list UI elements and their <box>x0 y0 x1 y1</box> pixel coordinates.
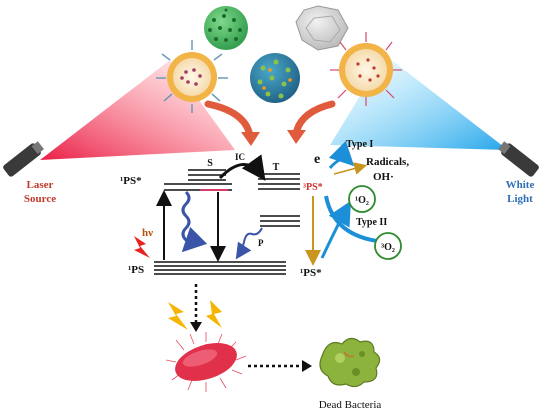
oh-label: OH· <box>373 171 394 183</box>
p-label: P <box>258 238 264 248</box>
laser-source-label-2: Source <box>24 193 56 205</box>
type2-label: Type II <box>356 217 387 228</box>
singlet-oxygen-circle <box>348 185 376 213</box>
triplet-oxygen-circle <box>374 232 402 260</box>
dotted-right-arrow-head <box>302 360 312 372</box>
white-light-label-2: Light <box>507 193 533 205</box>
fluorescence-wavy-arrow <box>181 190 208 253</box>
phosphorescence-wavy-arrow <box>235 227 263 260</box>
blue-nanoparticle-icon <box>250 53 300 103</box>
energy-transfer-arrow-2 <box>320 200 351 259</box>
laser-device-icon <box>3 141 44 177</box>
curved-arrow-right <box>292 100 336 138</box>
triplet-oxygen-label: ³O₂ <box>381 242 395 253</box>
radicals-label: Radicals, <box>366 156 409 168</box>
dotted-down-arrow-head <box>190 322 202 332</box>
singlet-excited-label: ¹PS* <box>120 175 142 187</box>
triplet-levels <box>258 173 300 190</box>
bacterium-icon <box>165 332 247 392</box>
liposome-nanoparticle-icon <box>156 40 228 113</box>
curved-arrow-left-head <box>241 132 260 146</box>
dead-bacteria-label: Dead Bacteria <box>319 399 382 411</box>
t-label: T <box>273 162 280 173</box>
singlet-oxygen-label: ¹O₂ <box>355 195 369 206</box>
singlet-ground-label: ¹PS <box>128 264 144 276</box>
electron-label: e <box>314 152 320 167</box>
white-light-label-1: White <box>506 179 535 191</box>
ground-right-label: ¹PS* <box>300 267 322 279</box>
bolt-left-icon <box>168 302 188 330</box>
bolt-right-icon <box>206 300 222 328</box>
hv-label: hν <box>142 227 153 239</box>
dead-bacterium-icon <box>319 337 381 388</box>
singlet-ground-levels <box>154 261 286 275</box>
ic-label: IC <box>235 152 245 162</box>
radicals-arrow <box>333 162 368 175</box>
white-light-device-icon <box>498 141 539 177</box>
curved-arrow-right-head <box>287 130 306 144</box>
hv-bolt-icon <box>134 236 150 258</box>
s-label: S <box>207 158 213 169</box>
grey-polyhedron-nanoparticle-icon <box>295 5 349 51</box>
singlet-excited-levels <box>164 169 232 191</box>
ic-arrow <box>218 154 266 181</box>
electron-transfer-arrow <box>328 140 355 169</box>
phosphorescence-levels <box>260 215 300 227</box>
triplet-state-label: ³PS* <box>303 182 323 193</box>
laser-source-label-1: Laser <box>27 179 54 191</box>
type1-label: Type I <box>346 139 373 150</box>
green-nanoparticle-icon <box>204 6 248 50</box>
dendrimer-nanoparticle-icon <box>330 32 402 106</box>
